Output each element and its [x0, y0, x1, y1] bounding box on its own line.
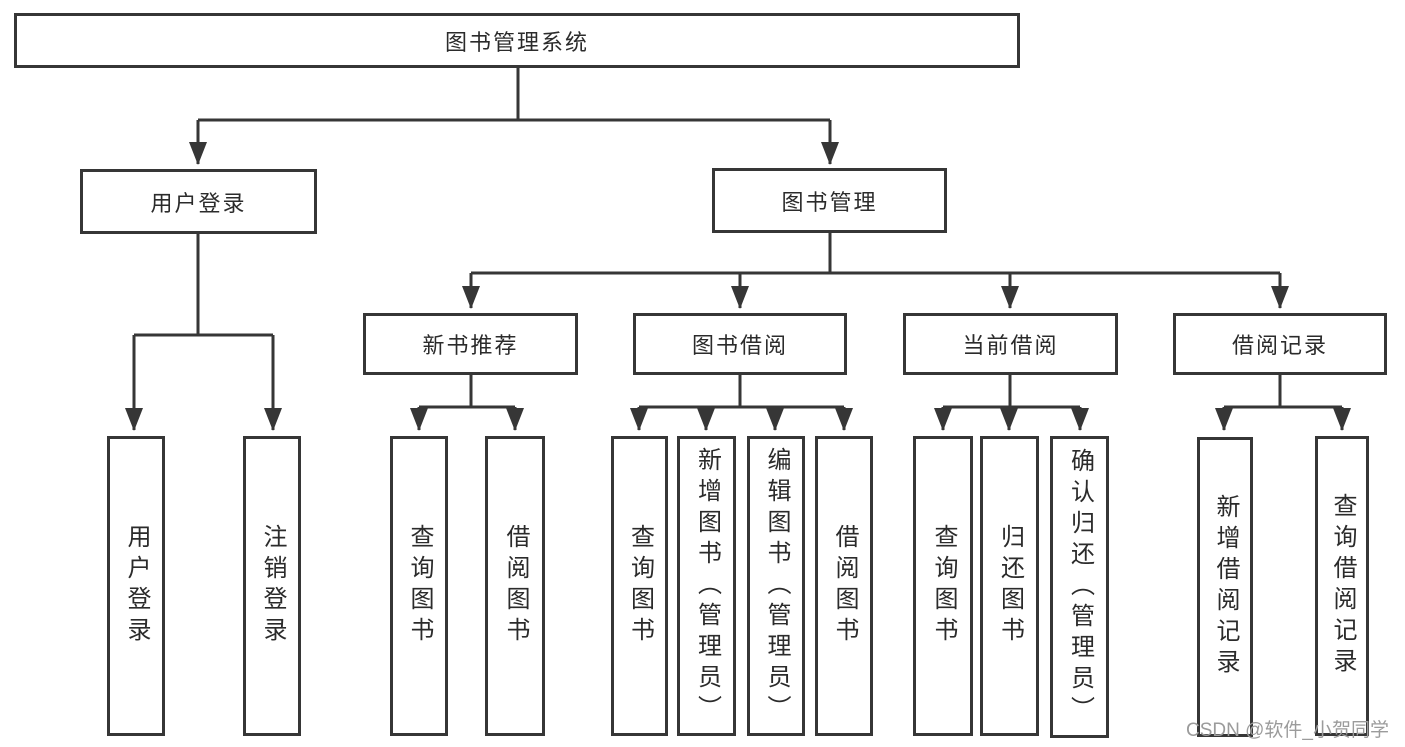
node-label: 新增借阅记录: [1212, 494, 1239, 680]
node-label: 图书管理系统: [444, 29, 589, 55]
node-label: 图书借阅: [691, 333, 788, 358]
node-label: 新增图书（管理员）: [693, 446, 721, 726]
leaf-confirm-return-admin: 确认归还（管理员）: [1050, 436, 1109, 738]
node-label: 注销登录: [259, 524, 286, 648]
node-label: 图书管理: [781, 189, 878, 215]
node-label: 新书推荐: [422, 333, 519, 358]
leaf-query-book-current: 查询图书: [913, 436, 973, 736]
node-label: 用户登录: [150, 190, 247, 216]
node-root-system: 图书管理系统: [14, 13, 1020, 68]
leaf-query-book-borrow: 查询图书: [611, 436, 668, 736]
leaf-add-borrow-record: 新增借阅记录: [1197, 437, 1253, 737]
node-borrow-record: 借阅记录: [1173, 313, 1387, 375]
node-new-book-recommend: 新书推荐: [363, 313, 578, 375]
node-label: 确认归还（管理员）: [1066, 447, 1094, 727]
node-user-login: 用户登录: [80, 169, 317, 234]
node-label: 查询借阅记录: [1329, 493, 1356, 679]
leaf-borrow-book: 借阅图书: [815, 436, 873, 736]
node-label: 用户登录: [123, 524, 150, 648]
leaf-add-book-admin: 新增图书（管理员）: [677, 436, 736, 736]
node-book-borrow: 图书借阅: [633, 313, 847, 375]
node-label: 归还图书: [996, 524, 1024, 648]
node-label: 借阅记录: [1231, 333, 1328, 358]
node-label: 借阅图书: [831, 524, 858, 648]
leaf-query-borrow-record: 查询借阅记录: [1315, 436, 1369, 736]
node-current-borrow: 当前借阅: [903, 313, 1118, 375]
node-label: 查询图书: [406, 524, 433, 648]
node-label: 当前借阅: [962, 333, 1059, 358]
leaf-edit-book-admin: 编辑图书（管理员）: [747, 436, 805, 736]
node-book-management: 图书管理: [712, 168, 947, 233]
node-label: 查询图书: [626, 524, 654, 648]
leaf-user-login: 用户登录: [107, 436, 165, 736]
node-label: 查询图书: [930, 524, 957, 648]
leaf-logout: 注销登录: [243, 436, 301, 736]
leaf-borrow-book-recommend: 借阅图书: [485, 436, 545, 736]
leaf-return-book: 归还图书: [980, 436, 1039, 736]
node-label: 借阅图书: [502, 524, 529, 648]
node-label: 编辑图书（管理员）: [763, 446, 790, 726]
csdn-watermark: CSDN @软件_小贺同学: [1186, 720, 1389, 741]
leaf-query-book-recommend: 查询图书: [390, 436, 448, 736]
